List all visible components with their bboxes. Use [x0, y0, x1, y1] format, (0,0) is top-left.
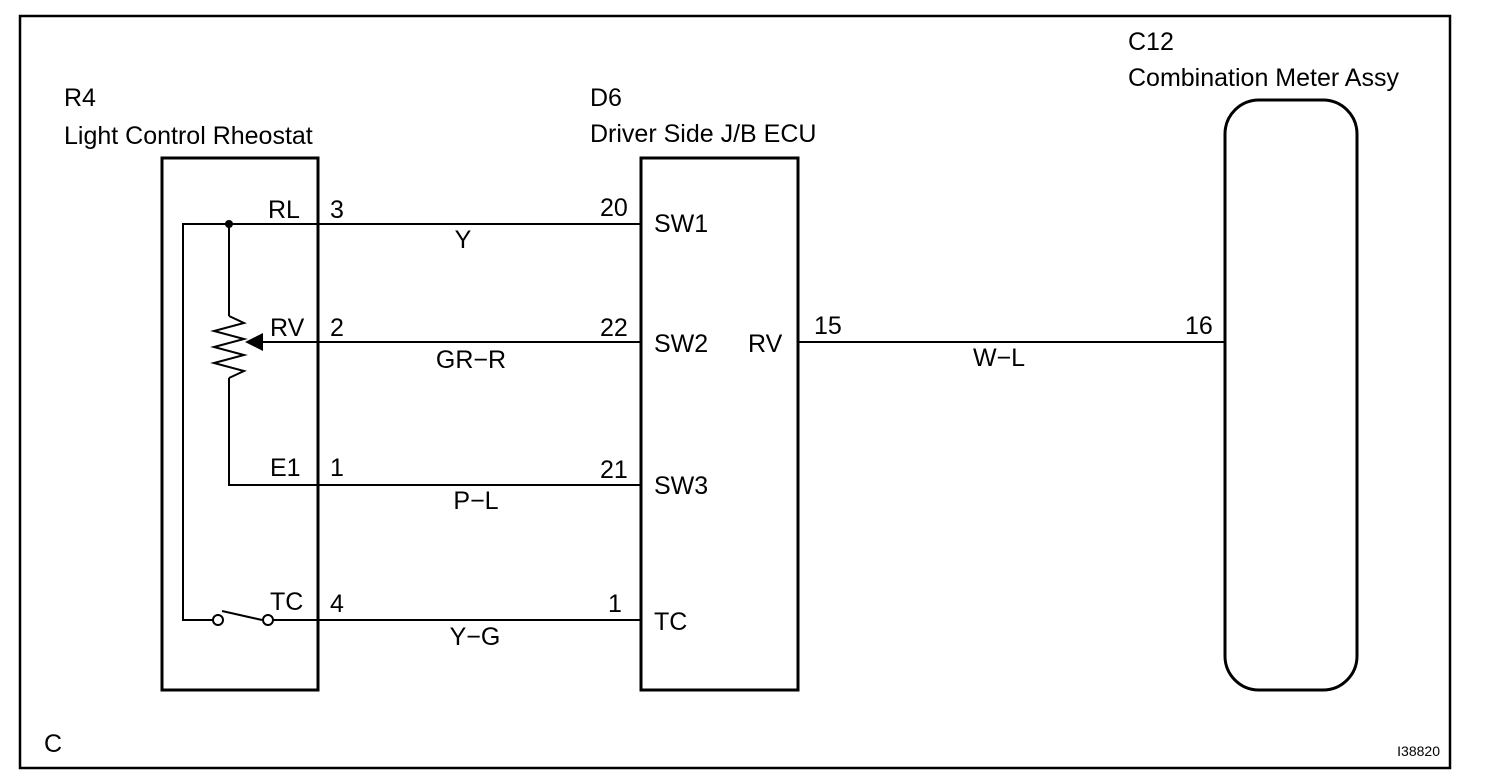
r4-box [160, 156, 320, 692]
component-r4: R4 Light Control Rheostat RL RV E1 TC 3 … [64, 84, 344, 692]
r4-pin-number-3: 3 [330, 196, 344, 224]
c12-box [1223, 98, 1359, 692]
c12-name: Combination Meter Assy [1128, 64, 1399, 92]
r4-pin-label-e1: E1 [270, 454, 301, 482]
d6-name: Driver Side J/B ECU [590, 120, 816, 148]
r4-name: Light Control Rheostat [64, 122, 313, 150]
d6-pin-number-20: 20 [600, 194, 628, 222]
r4-pin-number-2: 2 [330, 314, 344, 342]
wire-color-y-g: Y−G [450, 623, 501, 651]
switch-contact-right [262, 614, 274, 626]
r4-pin-label-tc: TC [270, 588, 303, 616]
wire-color-gr-r: GR−R [436, 346, 506, 374]
wires: Y GR−R P−L Y−G W−L [318, 223, 1225, 651]
r4-internal-loop [182, 223, 318, 621]
diagram-frame [18, 14, 1452, 770]
wiper-arrow-icon [245, 333, 263, 351]
wire-color-y: Y [455, 226, 472, 254]
component-d6: D6 Driver Side J/B ECU SW1 SW2 SW3 TC RV… [590, 84, 842, 692]
c12-pin-number-16: 16 [1185, 312, 1213, 340]
r4-pin-number-4: 4 [330, 590, 344, 618]
r4-pin-label-rv: RV [270, 314, 305, 342]
r4-code: R4 [64, 84, 96, 112]
corner-letter: C [44, 730, 62, 758]
d6-pin-number-22: 22 [600, 314, 628, 342]
d6-pin-label-tc: TC [654, 608, 687, 636]
switch-blade [221, 610, 263, 621]
d6-pin-label-sw3: SW3 [654, 472, 708, 500]
component-c12: C12 Combination Meter Assy 16 [1128, 28, 1399, 692]
d6-pin-label-rv: RV [748, 330, 783, 358]
r4-internal-e1 [228, 378, 318, 486]
figure-code: I38820 [1397, 743, 1440, 759]
r4-pin-label-rl: RL [268, 196, 300, 224]
c12-code: C12 [1128, 28, 1174, 56]
d6-pin-label-sw1: SW1 [654, 210, 708, 238]
r4-pin-number-1: 1 [330, 454, 344, 482]
resistor-symbol [210, 315, 248, 379]
d6-pin-number-1: 1 [608, 590, 622, 618]
switch-contact-left [212, 614, 224, 626]
wire-color-w-l: W−L [973, 344, 1025, 372]
d6-box [639, 156, 800, 692]
wire-color-p-l: P−L [453, 487, 498, 515]
d6-pin-label-sw2: SW2 [654, 330, 708, 358]
d6-pin-number-21: 21 [600, 456, 628, 484]
d6-pin-number-15: 15 [814, 312, 842, 340]
d6-code: D6 [590, 84, 622, 112]
